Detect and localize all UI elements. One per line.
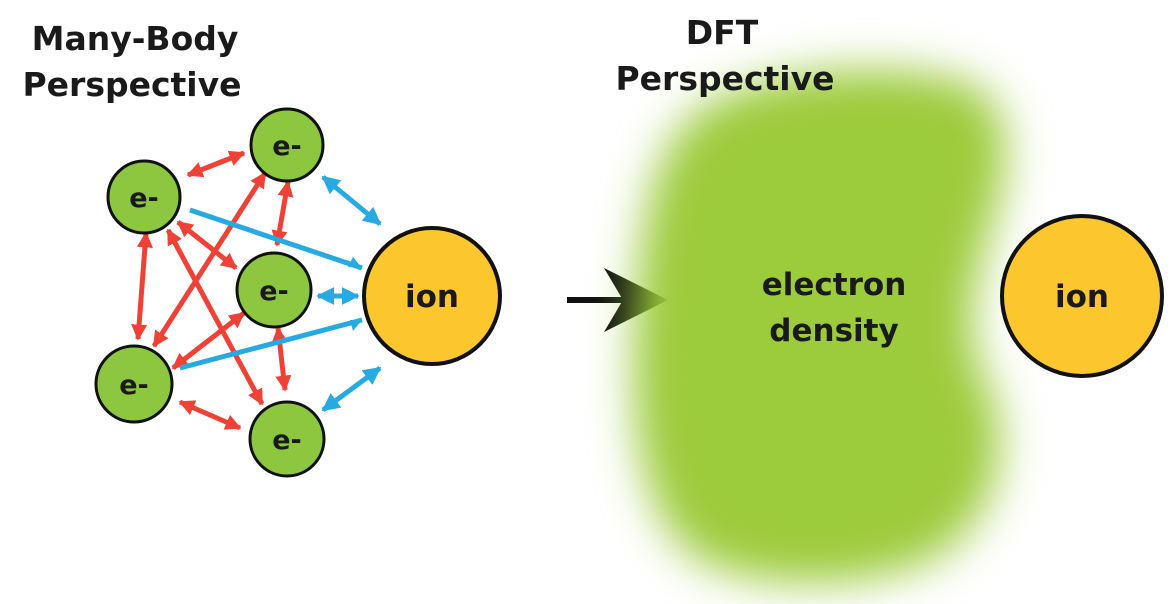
electron-5-label: e- bbox=[272, 425, 302, 456]
ee-arrow-3-5 bbox=[271, 326, 292, 392]
many-body-title-line2: Perspective bbox=[22, 65, 241, 104]
dft-title-line1: DFT bbox=[686, 13, 759, 52]
ee-arrow-1-2 bbox=[186, 150, 246, 178]
electron-3-label: e- bbox=[259, 276, 289, 307]
electron-3: e- bbox=[235, 251, 313, 329]
dft-ion: ion bbox=[1000, 214, 1164, 378]
electron-1-label: e- bbox=[129, 183, 159, 214]
many-body-panel: Many-Body Perspective bbox=[22, 19, 502, 478]
ei-arrow-4 bbox=[179, 317, 363, 371]
right-arrow-icon bbox=[567, 268, 668, 332]
many-body-title-line1: Many-Body bbox=[32, 19, 239, 58]
ei-arrow-2 bbox=[321, 175, 382, 226]
electron-2-label: e- bbox=[272, 131, 302, 162]
electron-4-label: e- bbox=[119, 370, 149, 401]
many-body-ion: ion bbox=[362, 226, 502, 366]
ee-arrow-4-5 bbox=[178, 399, 242, 431]
dft-ion-label: ion bbox=[1055, 279, 1109, 315]
electron-4: e- bbox=[94, 344, 174, 424]
ei-arrow-1 bbox=[189, 207, 363, 271]
ee-arrow-2-3 bbox=[271, 180, 294, 247]
ee-arrow-1-4 bbox=[131, 231, 153, 341]
electron-ion-arrows bbox=[179, 175, 382, 413]
electron-electron-arrows bbox=[131, 150, 294, 431]
electron-1: e- bbox=[106, 159, 182, 235]
electron-2: e- bbox=[249, 107, 325, 183]
dft-title-line2: Perspective bbox=[615, 59, 834, 98]
electron-5: e- bbox=[248, 400, 326, 478]
electron-density-label-line2: density bbox=[769, 313, 898, 349]
electron-density-label-line1: electron bbox=[762, 267, 907, 303]
ei-arrow-5 bbox=[321, 365, 382, 413]
many-body-ion-label: ion bbox=[405, 279, 459, 315]
ei-arrow-1-head bbox=[348, 257, 362, 268]
dft-panel: DFT Perspective electron density ion bbox=[615, 13, 1164, 583]
ei-arrow-4-head bbox=[350, 320, 362, 331]
electron-density-cloud bbox=[633, 70, 1006, 583]
ee-arrow-3-4 bbox=[171, 311, 246, 370]
